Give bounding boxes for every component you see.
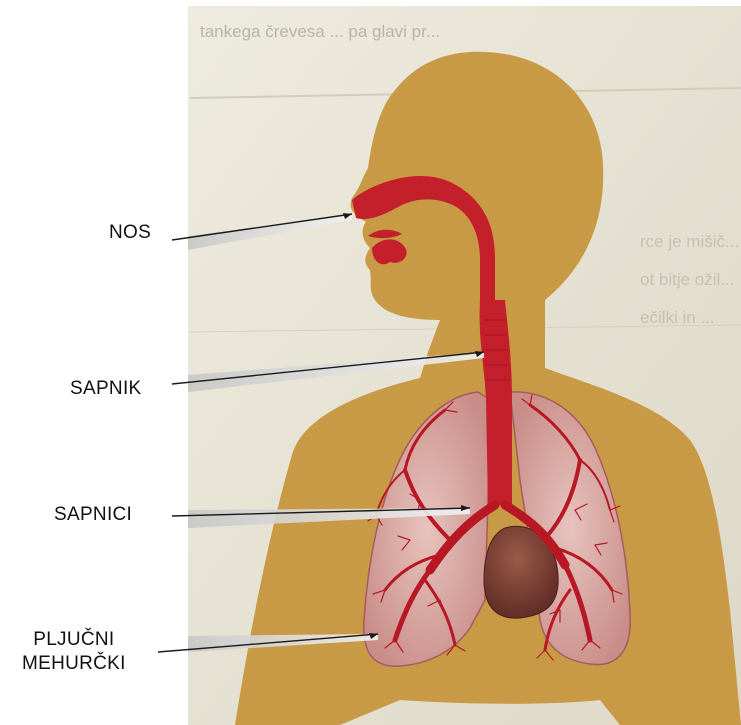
background-text: ot bitje ožil... — [640, 270, 735, 290]
label-line: MEHURČKI — [22, 652, 126, 676]
background-text: tankega črevesa ... pa glavi pr... — [200, 22, 440, 42]
label-nos: NOS — [109, 221, 151, 245]
label-pljucni-mehurcki: PLJUČNI MEHURČKI — [22, 628, 126, 676]
background-text: rce je mišič... — [640, 232, 739, 252]
label-sapnik: SAPNIK — [70, 377, 142, 401]
label-line: PLJUČNI — [22, 628, 126, 652]
background-text: ečilki in ... — [640, 308, 715, 328]
label-sapnici: SAPNICI — [54, 503, 132, 527]
